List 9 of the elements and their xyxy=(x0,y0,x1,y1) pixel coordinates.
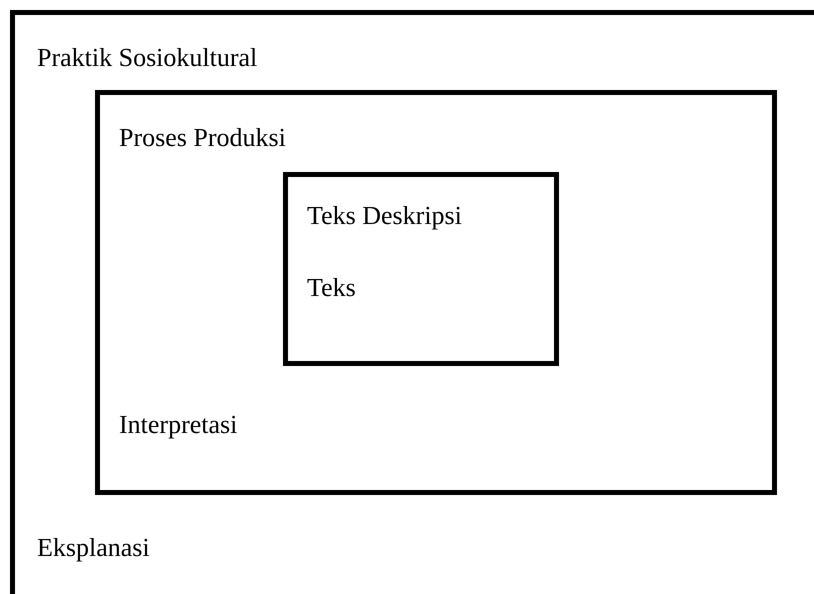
box-label: Teks xyxy=(307,273,356,303)
box-label: Eksplanasi xyxy=(37,533,150,563)
frame-box xyxy=(283,172,559,366)
box-label: Interpretasi xyxy=(119,410,238,440)
frame-box xyxy=(95,90,777,495)
box-label: Proses Produksi xyxy=(119,123,286,153)
box-label: Praktik Sosiokultural xyxy=(37,43,258,73)
box-label: Teks Deskripsi xyxy=(307,201,462,231)
frame-box xyxy=(10,10,814,594)
